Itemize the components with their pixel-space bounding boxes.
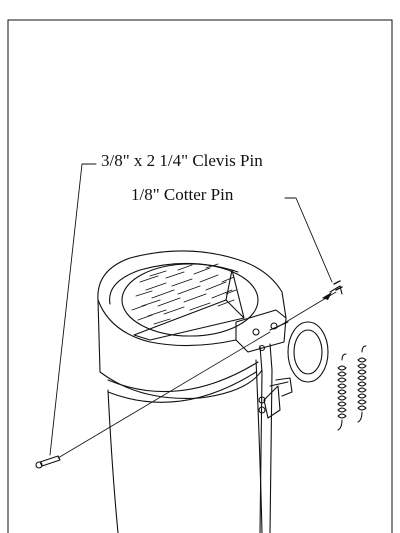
clevis-pin-label: 3/8" x 2 1/4" Clevis Pin <box>101 151 263 170</box>
cotter-pin-label: 1/8" Cotter Pin <box>131 185 234 204</box>
clevis-pin-callout <box>35 163 97 469</box>
outlet-tube <box>269 321 329 387</box>
blower-housing <box>97 250 287 399</box>
tension-springs <box>337 345 367 431</box>
mounting-bracket <box>235 309 287 373</box>
intake-grate <box>131 263 237 325</box>
support-arm <box>258 369 293 533</box>
page-frame <box>7 19 393 533</box>
cyclone-body <box>107 359 263 533</box>
cotter-pin-callout <box>284 197 343 300</box>
deflector-plate <box>133 269 245 341</box>
clevis-pin-axis <box>57 291 337 459</box>
